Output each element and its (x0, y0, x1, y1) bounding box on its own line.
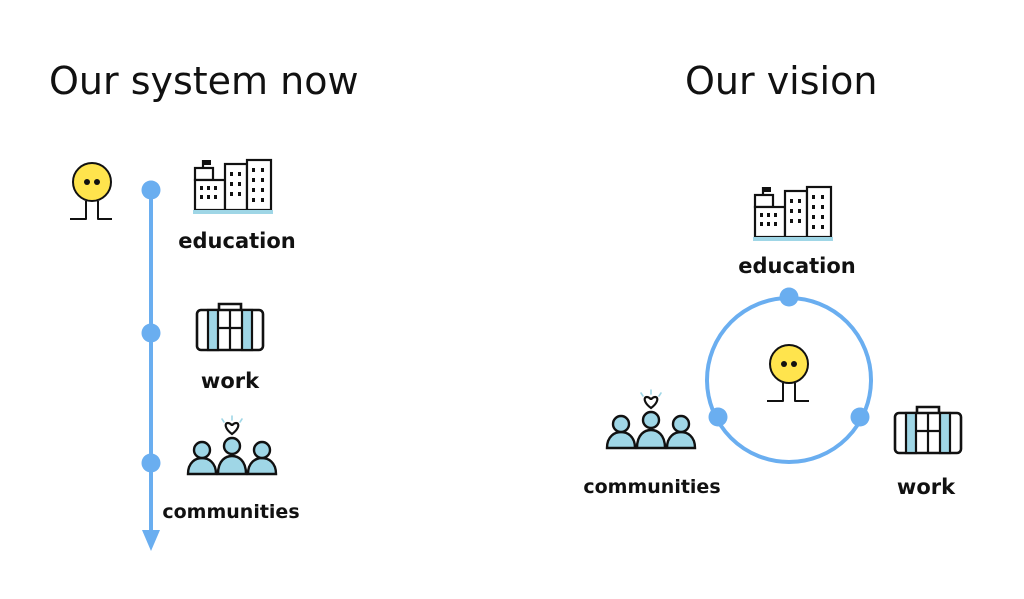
person-face-icon (69, 162, 113, 220)
orbit-node-work (850, 407, 870, 427)
label-communities: communities (583, 476, 721, 498)
timeline-node-education (141, 180, 161, 200)
briefcase-icon (195, 302, 265, 352)
orbit-node-education (779, 287, 799, 307)
label-education: education (738, 254, 856, 278)
orbit-node-communities (708, 407, 728, 427)
briefcase-icon (893, 405, 963, 455)
school-building-icon (191, 158, 275, 216)
timeline-node-work (141, 323, 161, 343)
title-our-vision: Our vision (685, 59, 878, 103)
community-people-icon (186, 414, 278, 476)
label-education: education (178, 229, 296, 253)
label-work: work (200, 369, 260, 393)
title-system-now: Our system now (49, 59, 359, 103)
label-work: work (896, 475, 956, 499)
community-people-icon (605, 388, 697, 450)
timeline-arrowhead (142, 530, 160, 551)
timeline-node-communities (141, 453, 161, 473)
timeline-line (142, 190, 160, 551)
person-face-icon (766, 344, 810, 402)
school-building-icon (751, 185, 835, 243)
label-communities: communities (162, 501, 300, 523)
